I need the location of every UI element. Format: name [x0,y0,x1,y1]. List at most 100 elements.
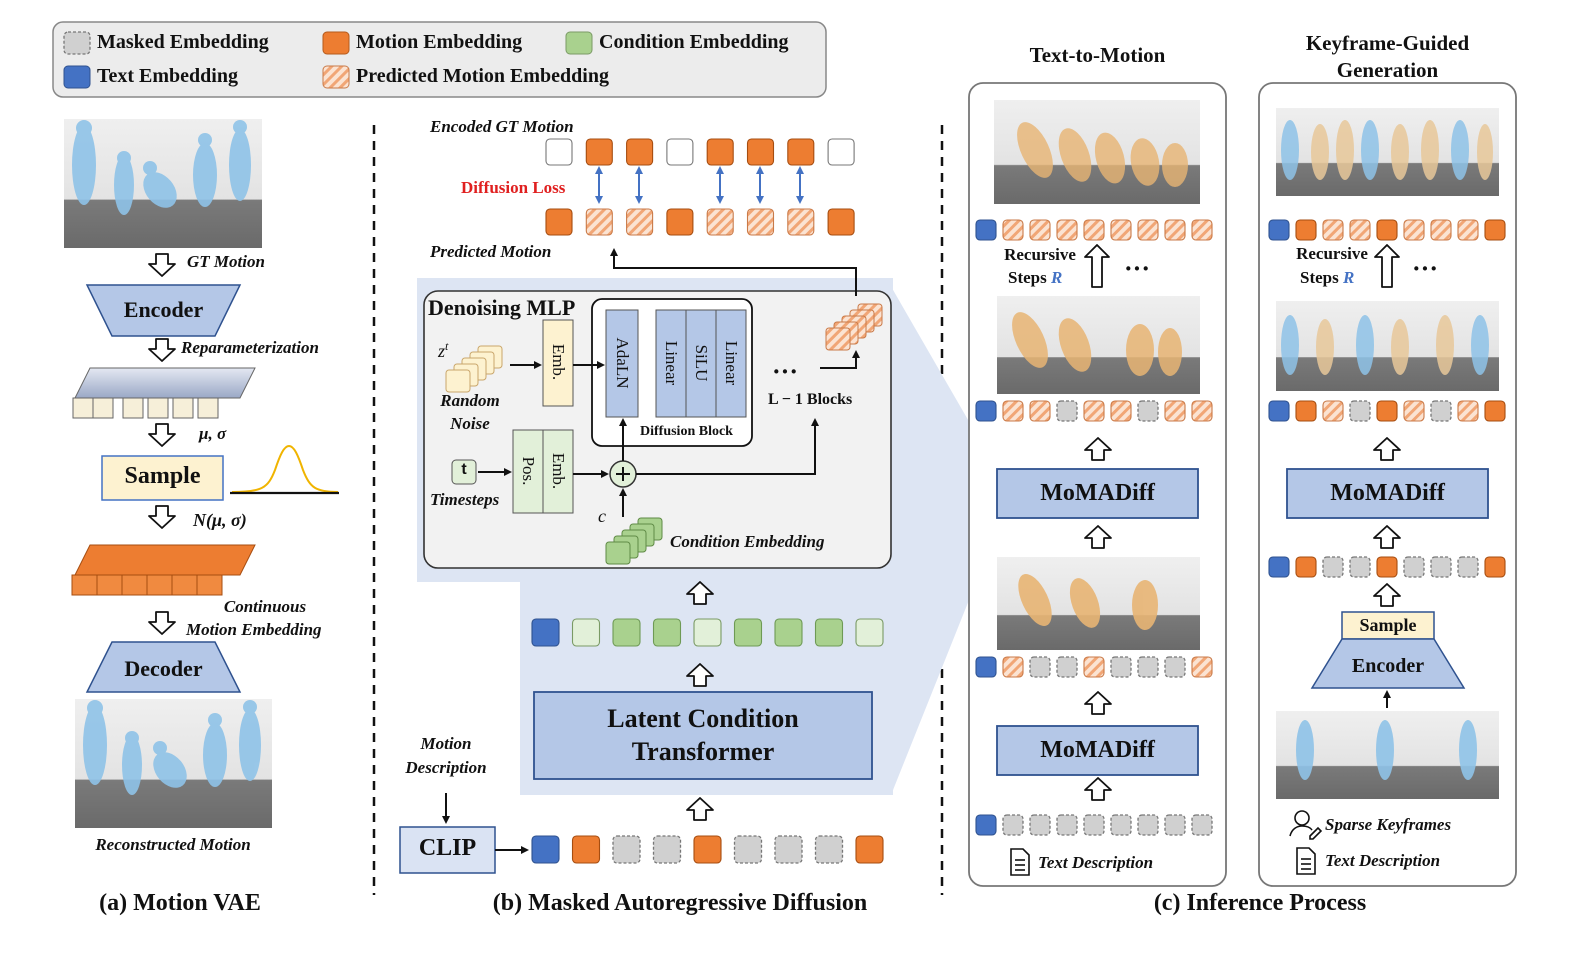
token-M [827,208,855,236]
kf-momadiff-label: MoMADiff [1330,480,1445,506]
token-M [626,138,654,166]
token-K [1110,656,1132,678]
vae-continuous-label-1: Continuous [223,597,307,616]
motion-description-label-2: Description [405,758,487,777]
token-P [1083,400,1105,422]
token-P [1110,219,1132,241]
token-L [571,618,601,647]
token-P [1191,400,1213,422]
token-W [666,138,694,166]
kf-image-bottom [1276,711,1499,799]
timestep-box [451,459,477,485]
denoising-mlp-label: Denoising MLP [428,295,576,320]
token-K [1349,556,1371,578]
token-M [1295,219,1317,241]
token-K [1137,656,1159,678]
token-P [1029,219,1051,241]
token-P [1083,656,1105,678]
token-K [1191,814,1213,836]
t2m-steps-label: Steps R [1008,268,1063,287]
token-M [1376,556,1398,578]
token-K [1349,400,1371,422]
kf-sparse-keyframes-label: Sparse Keyframes [1325,815,1452,834]
kf-encoder-label: Encoder [1351,655,1425,677]
kf-momadiff-box [1286,468,1489,519]
legend-condition-label: Condition Embedding [599,31,789,53]
mlp-dots: ··· [772,357,799,386]
legend-text-label: Text Embedding [97,65,238,87]
token-T [531,835,560,864]
gaussian-curve [231,444,339,493]
vae-encoder-shape [85,284,242,337]
token-K [1083,814,1105,836]
token-K [612,835,641,864]
condition-embedding-label: Condition Embedding [670,532,825,551]
token-K [814,835,844,864]
emb-box-noise [542,319,574,407]
token-P [1430,219,1452,241]
mar-token-rows [531,138,884,864]
token-P [1457,400,1479,422]
token-K [1164,656,1186,678]
token-T [975,400,997,422]
inference-up-arrows [1084,244,1401,801]
linear-label-2: Linear [722,340,741,386]
mlp-arrows [478,248,860,517]
vae-caption: (a) Motion VAE [99,890,261,916]
vae-normal-label: N(μ, σ) [193,510,247,530]
motion-description-label-1: Motion [420,734,472,753]
linear-box-1 [655,309,687,418]
token-P [1403,400,1425,422]
legend-swatch-condition [565,31,593,55]
legend-swatch-text [63,65,91,89]
token-G [612,618,641,647]
t2m-dots: ··· [1124,254,1151,283]
diffusion-block-label: Diffusion Block [640,424,733,439]
emb-label-time: Emb. [549,452,568,490]
token-L [693,618,722,647]
token-M [1295,400,1317,422]
token-P [1191,219,1213,241]
kf-title-2: Generation [1336,58,1439,82]
mar-caption: (b) Masked Autoregressive Diffusion [492,890,868,916]
vae-arrows [148,253,176,635]
diffusion-loss-label: Diffusion Loss [461,178,566,197]
token-T [1268,556,1290,578]
noise-stack-icon [445,345,503,393]
t2m-image-mid [997,296,1200,394]
token-P [1002,400,1024,422]
legend-predicted-label: Predicted Motion Embedding [356,65,609,87]
token-P [1164,400,1186,422]
kf-sample-box [1341,611,1435,640]
token-W [827,138,855,166]
token-K [1403,556,1425,578]
kf-recursive-label: Recursive [1296,244,1368,263]
token-T [531,618,560,647]
token-M [1484,556,1506,578]
token-P [1002,656,1024,678]
vae-sample-box [101,455,224,501]
latent-condition-transformer-box [533,691,873,780]
t2m-momadiff-box-2 [996,725,1199,776]
token-P [746,208,775,236]
vae-encoder-label: Encoder [123,297,204,322]
latent-transformer-label-1: Latent Condition [607,704,799,733]
vae-latent-blocks [72,367,256,419]
silu-label: SiLU [692,344,711,382]
t2m-text-description-label: Text Description [1038,853,1154,872]
random-noise-label-1: Random [440,391,500,410]
token-P [585,208,613,236]
token-K [1137,814,1159,836]
token-P [706,208,734,236]
token-T [975,656,997,678]
token-P [1349,219,1371,241]
token-P [1137,219,1159,241]
token-K [1029,814,1051,836]
mar-up-arrows [686,581,714,821]
token-M [1484,400,1506,422]
token-P [787,208,815,236]
token-K [1137,400,1159,422]
token-M [585,138,613,166]
